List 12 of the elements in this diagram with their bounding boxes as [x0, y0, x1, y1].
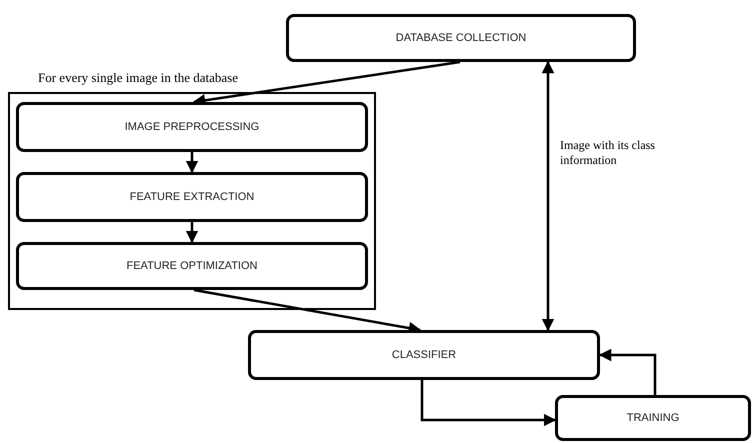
arrow: [186, 152, 198, 174]
arrow: [542, 60, 554, 332]
process-box: TRAINING: [555, 395, 751, 441]
process-box: IMAGE PREPROCESSING: [16, 102, 368, 152]
process-box: DATABASE COLLECTION: [286, 14, 636, 62]
process-box: CLASSIFIER: [248, 330, 600, 380]
process-box: FEATURE OPTIMIZATION: [16, 242, 368, 290]
process-box: FEATURE EXTRACTION: [16, 172, 368, 222]
arrow: [598, 348, 656, 395]
group-heading: For every single image in the database: [38, 69, 238, 87]
arrow: [186, 222, 198, 244]
arrow: [420, 380, 556, 426]
